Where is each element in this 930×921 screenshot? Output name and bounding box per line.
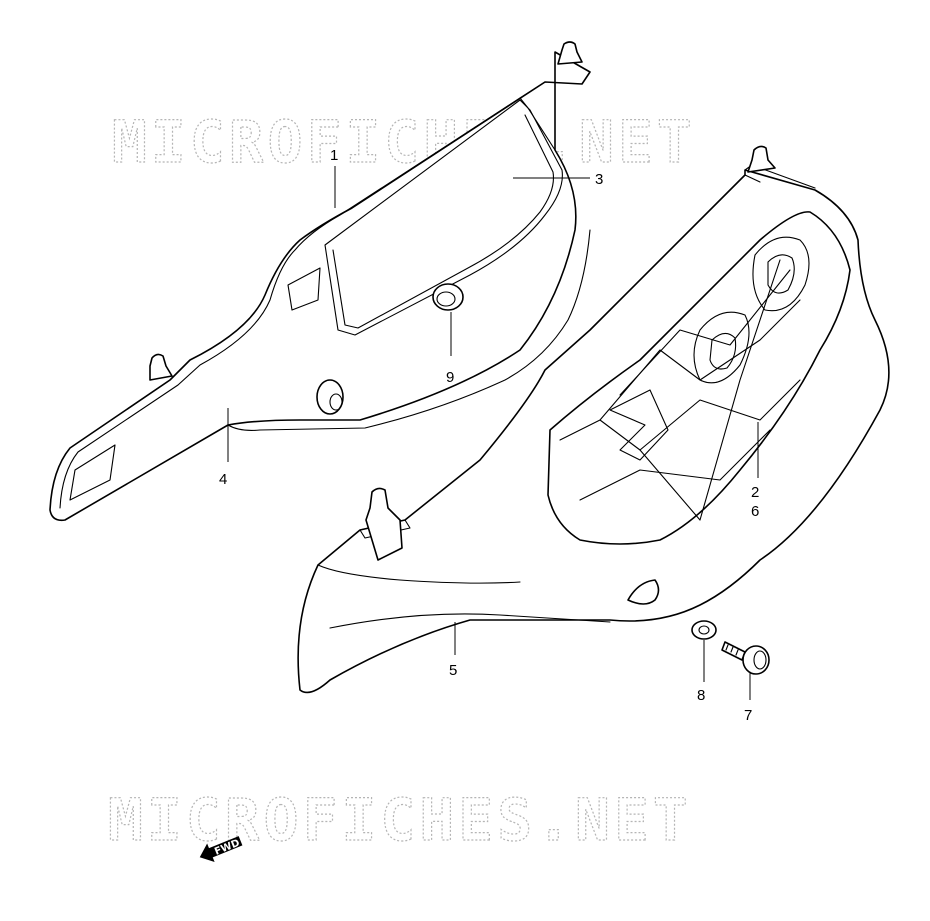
callout-1: 1	[330, 147, 338, 164]
callout-2: 2	[751, 484, 759, 501]
left-frame-cover	[49, 41, 591, 522]
right-side-cover	[297, 145, 890, 694]
callout-4: 4	[219, 471, 227, 488]
screw-part-7	[721, 641, 770, 675]
callout-6: 6	[751, 503, 759, 520]
watermark-top: MICROFICHES.NET	[112, 108, 696, 176]
callout-9: 9	[446, 369, 454, 386]
callout-3: 3	[595, 171, 603, 188]
leader-lines	[227, 166, 759, 700]
callouts: 1 2 3 4 5 6 7 8 9	[219, 147, 759, 724]
washer-part-8	[691, 620, 717, 640]
watermark-bottom: MICROFICHES.NET	[108, 786, 692, 854]
callout-5: 5	[449, 662, 457, 679]
callout-7: 7	[744, 707, 752, 724]
callout-8: 8	[697, 687, 705, 704]
